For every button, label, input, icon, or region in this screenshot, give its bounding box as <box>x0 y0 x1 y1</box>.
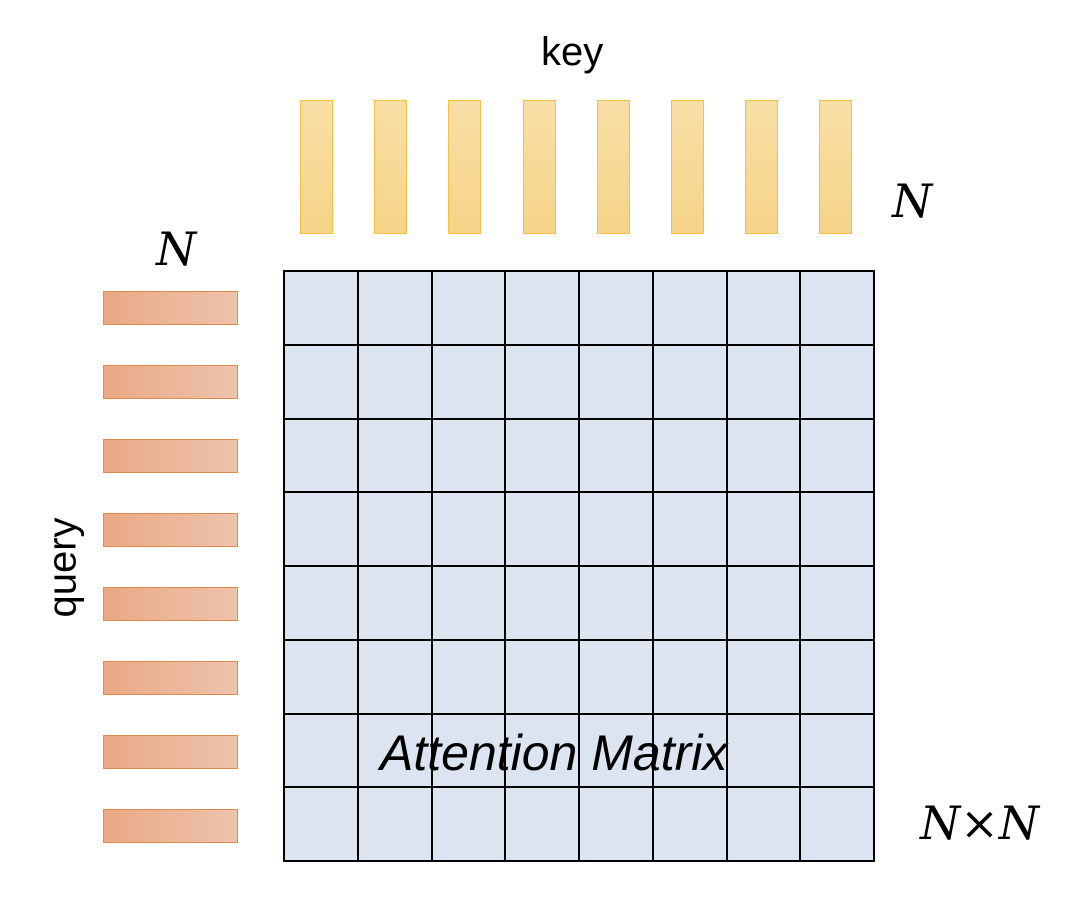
matrix-cell <box>800 344 874 419</box>
matrix-cell <box>579 271 653 345</box>
matrix-cell <box>505 271 579 345</box>
matrix-cell <box>579 639 653 714</box>
matrix-cell <box>505 639 579 714</box>
key-vector <box>745 100 779 234</box>
query-label: query <box>40 517 85 618</box>
matrix-cell <box>431 566 506 640</box>
matrix-cell <box>505 418 579 493</box>
matrix-cell <box>357 271 432 345</box>
matrix-cell <box>726 639 801 714</box>
matrix-cell <box>579 492 653 566</box>
matrix-cell <box>505 492 579 566</box>
matrix-cell <box>431 639 506 714</box>
matrix-cell <box>579 418 653 493</box>
key-vector <box>448 100 482 234</box>
query-count-label: N <box>156 222 197 276</box>
matrix-cell <box>800 566 874 640</box>
matrix-cell <box>505 713 579 788</box>
matrix-cell <box>579 787 653 861</box>
key-vector <box>374 100 408 234</box>
matrix-cell <box>431 418 506 493</box>
query-vector <box>103 365 238 399</box>
matrix-cell <box>726 492 801 566</box>
matrix-cell <box>652 418 727 493</box>
matrix-cell <box>652 713 727 788</box>
matrix-cell <box>284 787 358 861</box>
matrix-cell <box>726 344 801 419</box>
attention-matrix-grid <box>283 270 875 862</box>
matrix-label: Attention Matrix <box>380 725 728 781</box>
matrix-cell <box>431 492 506 566</box>
key-vector <box>671 100 704 234</box>
key-vector <box>300 100 333 234</box>
matrix-cell <box>284 492 358 566</box>
key-vector <box>522 100 556 234</box>
matrix-size-label: N×N <box>920 796 1040 850</box>
matrix-cell <box>726 787 801 861</box>
matrix-cell <box>284 639 358 714</box>
matrix-cell <box>726 271 801 345</box>
matrix-cell <box>652 344 727 419</box>
matrix-cell <box>652 492 727 566</box>
matrix-cell <box>800 271 874 345</box>
query-vector <box>103 587 238 621</box>
matrix-cell <box>431 271 506 345</box>
matrix-cell <box>431 344 506 419</box>
matrix-cell <box>505 566 579 640</box>
matrix-cell <box>284 344 358 419</box>
matrix-cell <box>726 566 801 640</box>
matrix-cell <box>431 713 506 788</box>
matrix-cell <box>652 566 727 640</box>
matrix-cell <box>505 344 579 419</box>
matrix-cell <box>357 787 432 861</box>
query-vector <box>103 809 238 843</box>
matrix-cell <box>579 566 653 640</box>
matrix-cell <box>284 271 358 345</box>
matrix-cell <box>800 639 874 714</box>
matrix-cell <box>652 639 727 714</box>
matrix-cell <box>284 566 358 640</box>
matrix-cell <box>505 787 579 861</box>
matrix-cell <box>357 566 432 640</box>
matrix-cell <box>357 344 432 419</box>
matrix-cell <box>726 418 801 493</box>
matrix-cell <box>357 492 432 566</box>
query-vector <box>103 661 238 695</box>
matrix-cell <box>652 787 727 861</box>
matrix-cell <box>652 271 727 345</box>
matrix-cell <box>357 713 432 788</box>
query-vector <box>103 513 238 547</box>
matrix-cell <box>800 418 874 493</box>
matrix-cell <box>800 787 874 861</box>
matrix-cell <box>357 639 432 714</box>
query-vector <box>103 735 238 769</box>
query-vector <box>103 291 238 325</box>
matrix-cell <box>284 418 358 493</box>
matrix-cell <box>579 344 653 419</box>
key-count-label: N <box>892 174 933 228</box>
matrix-cell <box>726 713 801 788</box>
matrix-cell <box>284 713 358 788</box>
key-label: key <box>541 30 604 74</box>
matrix-cell <box>357 418 432 493</box>
matrix-cell <box>579 713 653 788</box>
key-vector <box>819 100 853 234</box>
query-vector <box>103 439 238 473</box>
matrix-cell <box>800 713 874 788</box>
matrix-cell <box>431 787 506 861</box>
matrix-cell <box>800 492 874 566</box>
key-vector <box>596 100 630 234</box>
